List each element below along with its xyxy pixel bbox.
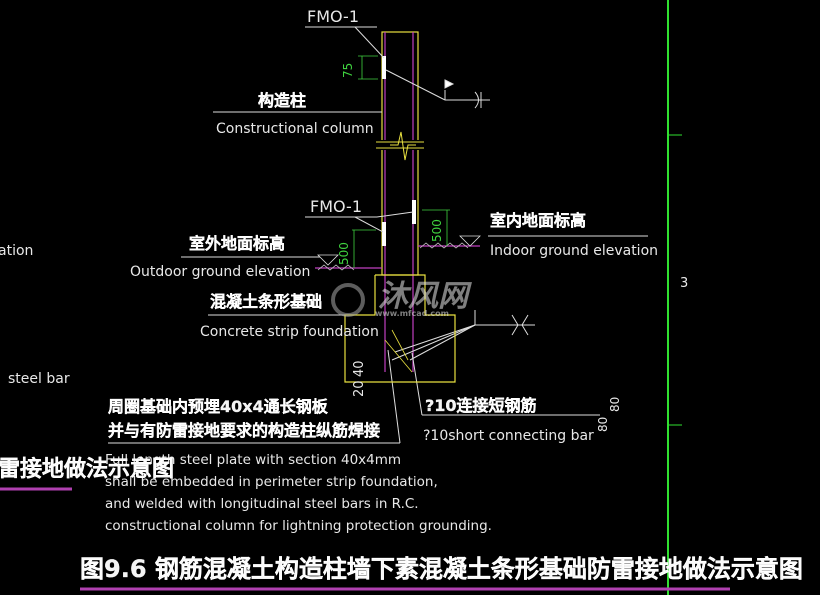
note-line-1: Full length steel plate with section 40x… — [105, 452, 401, 468]
note-line-3: and welded with longitudinal steel bars … — [105, 496, 419, 512]
label-column-cn: 构造柱 — [258, 91, 306, 110]
note-line-4: constructional column for lightning prot… — [105, 518, 492, 534]
dim-500-right: 500 — [430, 219, 444, 242]
drawing-frame — [667, 0, 682, 595]
dim-80-a: 80 — [608, 397, 622, 412]
strip-foundation — [344, 274, 456, 383]
svg-text:沐风网: 沐风网 — [378, 279, 472, 314]
label-bar-en: ?10short connecting bar — [423, 428, 594, 444]
constructional-column — [375, 31, 425, 372]
label-plate-cn-1: 周圈基础内预埋40x4通长钢板 — [108, 397, 329, 416]
ground-lines — [315, 235, 481, 271]
label-bar-cn: ?10连接短钢筋 — [425, 396, 537, 415]
dim-500-left: 500 — [337, 242, 351, 265]
note-line-2: shall be embedded in perimeter strip fou… — [105, 474, 438, 490]
dim-20: 20 — [352, 380, 367, 397]
fragment-steel-bar: steel bar — [8, 371, 70, 387]
svg-text:www.mfcad.com: www.mfcad.com — [375, 309, 449, 318]
embedded-plates — [382, 56, 416, 246]
fragment-title-tail: 雷接地做法示意图 — [0, 456, 174, 482]
watermark: 沐风网 www.mfcad.com — [331, 279, 472, 318]
label-column-en: Constructional column — [216, 121, 374, 137]
leader-lines — [108, 26, 648, 444]
label-fmo-top: FMO-1 — [307, 7, 359, 26]
drawing-title: 图9.6 钢筋混凝土构造柱墙下素混凝土条形基础防雷接地做法示意图 — [80, 555, 803, 583]
fragment-elevation: ation — [0, 243, 33, 259]
dim-80-b: 80 — [596, 417, 610, 432]
label-foundation-en: Concrete strip foundation — [200, 324, 379, 340]
label-outdoor-en: Outdoor ground elevation — [130, 264, 310, 280]
label-outdoor-cn: 室外地面标高 — [189, 234, 285, 253]
label-foundation-cn: 混凝土条形基础 — [210, 292, 322, 311]
label-fmo-mid: FMO-1 — [310, 197, 362, 216]
dimension-lines — [352, 55, 450, 268]
label-indoor-en: Indoor ground elevation — [490, 243, 658, 259]
dim-75: 75 — [341, 63, 355, 78]
panel-number: 3 — [680, 276, 688, 291]
dim-40: 40 — [352, 360, 367, 377]
label-plate-cn-2: 并与有防雷接地要求的构造柱纵筋焊接 — [108, 421, 380, 440]
label-indoor-cn: 室内地面标高 — [490, 211, 586, 230]
